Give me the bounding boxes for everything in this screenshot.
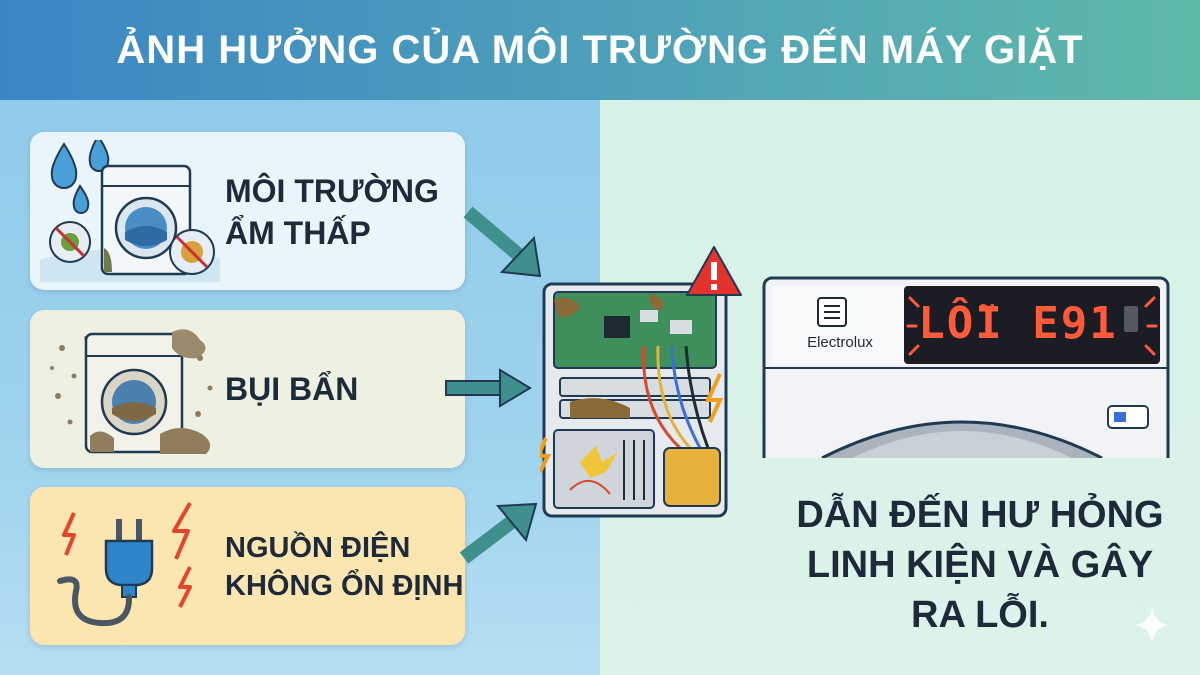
result-text: DẪN ĐẾN HƯ HỎNG LINH KIỆN VÀ GÂY RA LỖI. <box>796 494 1164 636</box>
cause-card-humidity: MÔI TRƯỜNG ẨM THẤP <box>30 132 465 290</box>
header-banner: ẢNH HƯỞNG CỦA MÔI TRƯỜNG ĐẾN MÁY GIẶT <box>0 0 1200 100</box>
page-title: ẢNH HƯỞNG CỦA MÔI TRƯỜNG ĐẾN MÁY GIẶT <box>116 27 1084 72</box>
cause-label-dust: BỤI BẨN <box>225 371 359 407</box>
cause-card-power: NGUỒN ĐIỆN KHÔNG ỔN ĐỊNH <box>30 487 465 645</box>
arrow-power-to-board <box>459 502 538 564</box>
sparkle-icon <box>1134 607 1170 643</box>
plug-icon <box>57 502 192 627</box>
cause-card-dust: BỤI BẨN <box>30 310 465 468</box>
error-flash-icon <box>906 296 1158 356</box>
warning-icon <box>686 246 742 296</box>
cause-label-humidity: MÔI TRƯỜNG ẨM THẤP <box>225 173 439 251</box>
washing-machine-display: Electrolux LỖI E91 <box>762 276 1170 470</box>
arrow-humidity-to-board <box>463 206 542 278</box>
damaged-circuit-board-icon <box>540 282 728 518</box>
error-code-display: LỖI E91 <box>918 298 1118 349</box>
cause-label-power: NGUỒN ĐIỆN KHÔNG ỔN ĐỊNH <box>225 532 464 602</box>
arrow-dust-to-board <box>445 368 532 408</box>
dusty-washer-icon <box>50 329 213 454</box>
brand-label: Electrolux <box>807 334 873 351</box>
humid-washer-icon <box>40 140 220 282</box>
